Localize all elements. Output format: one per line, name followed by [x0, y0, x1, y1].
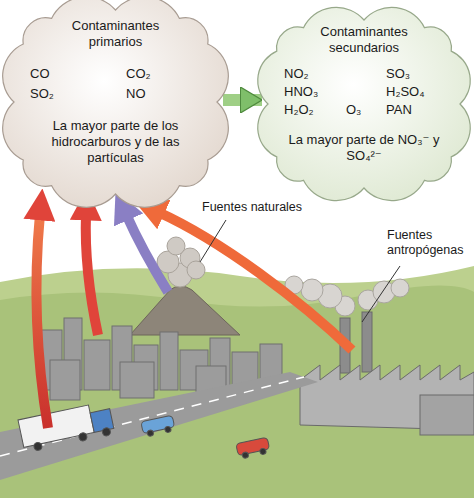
- leader-line: [200, 220, 226, 262]
- emission-arrow: [158, 212, 352, 350]
- pollutant-name: SO₂: [30, 86, 80, 102]
- volcano: [130, 286, 240, 335]
- pollutant-name: HNO₃: [284, 84, 340, 100]
- cloud-heading: Contaminantes secundarios: [300, 24, 428, 56]
- truck: [18, 401, 115, 453]
- pollutant-name: La mayor parte de los hidrocarburos y de…: [28, 118, 203, 166]
- pollutant-name: CO₂: [126, 66, 186, 82]
- cloud-outline: [258, 7, 470, 200]
- pollutant-name: H₂SO₄: [386, 84, 446, 100]
- source-label: Fuentes naturales: [200, 200, 304, 215]
- car: [236, 437, 271, 459]
- cloud-outline: [3, 0, 229, 207]
- pollutant-name: SO₃: [386, 66, 446, 82]
- ground: [0, 266, 474, 498]
- emission-arrow: [86, 214, 98, 335]
- emission-arrow: [36, 214, 48, 428]
- pollutant-name: CO: [30, 66, 80, 82]
- leader-line: [362, 266, 400, 322]
- pollutant-name: La mayor parte de NO₃⁻ y SO₄²⁻: [280, 132, 448, 164]
- pollutant-name: NO₂: [284, 66, 340, 82]
- cloud-heading: Contaminantes primarios: [58, 18, 173, 50]
- cloud-outline: [8, 4, 223, 200]
- flow-arrow: [223, 94, 262, 106]
- car: [141, 415, 176, 437]
- pollutant-name: NO: [126, 86, 186, 102]
- natural-arrow: [126, 214, 168, 292]
- source-label: Fuentes antropógenas: [385, 228, 473, 258]
- pollutant-name: PAN: [386, 102, 446, 118]
- pollutant-name: H₂O₂: [284, 102, 340, 118]
- pollutant-name: O₃: [346, 102, 382, 118]
- far-hills: [0, 285, 474, 498]
- pollutant-cloud: Contaminantes primariosCO CO₂ SO₂ NO La mayo…: [8, 4, 223, 200]
- pollutant-cloud: Contaminantes secundariosNO₂ SO₃ HNO₃ H₂SO₄…: [262, 14, 466, 194]
